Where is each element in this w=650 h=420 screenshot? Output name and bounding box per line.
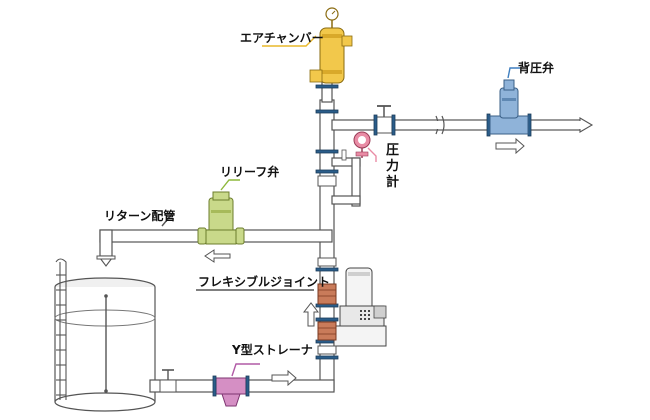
air-chamber-label: エアチャンバー bbox=[240, 31, 324, 45]
y-strainer-leader bbox=[231, 363, 260, 377]
back-pressure-valve bbox=[486, 79, 532, 137]
relief-valve-leader bbox=[220, 179, 240, 191]
outflow-arrow bbox=[578, 117, 594, 133]
discharge-pipe bbox=[331, 119, 583, 131]
pressure-gauge-label-2: 力 bbox=[386, 158, 399, 174]
riser-flanges bbox=[315, 84, 339, 360]
return-flow-arrow bbox=[96, 255, 116, 267]
tank-ladder bbox=[55, 258, 67, 400]
gauge-branch-return bbox=[331, 195, 361, 205]
flexible-joint-lower bbox=[317, 321, 337, 341]
air-chamber-leader bbox=[262, 35, 317, 47]
return-pipe-label: リターン配管 bbox=[104, 208, 175, 223]
pressure-gauge-label-1: 圧 bbox=[386, 143, 399, 158]
y-strainer-label: Y型ストレーナ bbox=[231, 342, 313, 357]
relief-valve bbox=[197, 191, 245, 245]
suction-valve bbox=[159, 369, 177, 393]
gate-valve bbox=[373, 105, 396, 136]
riser-check-valve bbox=[317, 175, 337, 355]
tank-icon bbox=[54, 258, 156, 412]
flexible-joint-label: フレキシブルジョイント bbox=[198, 274, 330, 289]
gauge-branch-down bbox=[351, 157, 361, 207]
relief-flow-arrow bbox=[204, 249, 231, 263]
flexible-joint-upper bbox=[317, 283, 337, 305]
y-strainer bbox=[212, 375, 250, 407]
pressure-gauge-leader bbox=[367, 147, 377, 162]
pump-icon bbox=[333, 267, 387, 347]
back-pressure-valve-leader bbox=[507, 67, 520, 79]
suction-flow-arrow bbox=[271, 369, 297, 387]
pressure-gauge bbox=[341, 131, 371, 161]
discharge-flow-arrow bbox=[495, 137, 525, 155]
back-pressure-valve-label: 背圧弁 bbox=[518, 60, 554, 75]
air-chamber bbox=[309, 7, 353, 84]
riser-flow-arrow bbox=[302, 302, 320, 327]
return-pipe-down bbox=[99, 229, 113, 257]
pressure-gauge-label-3: 計 bbox=[386, 174, 399, 190]
relief-valve-label: リリーフ弁 bbox=[220, 164, 279, 179]
return-pipe-leader bbox=[161, 213, 173, 227]
